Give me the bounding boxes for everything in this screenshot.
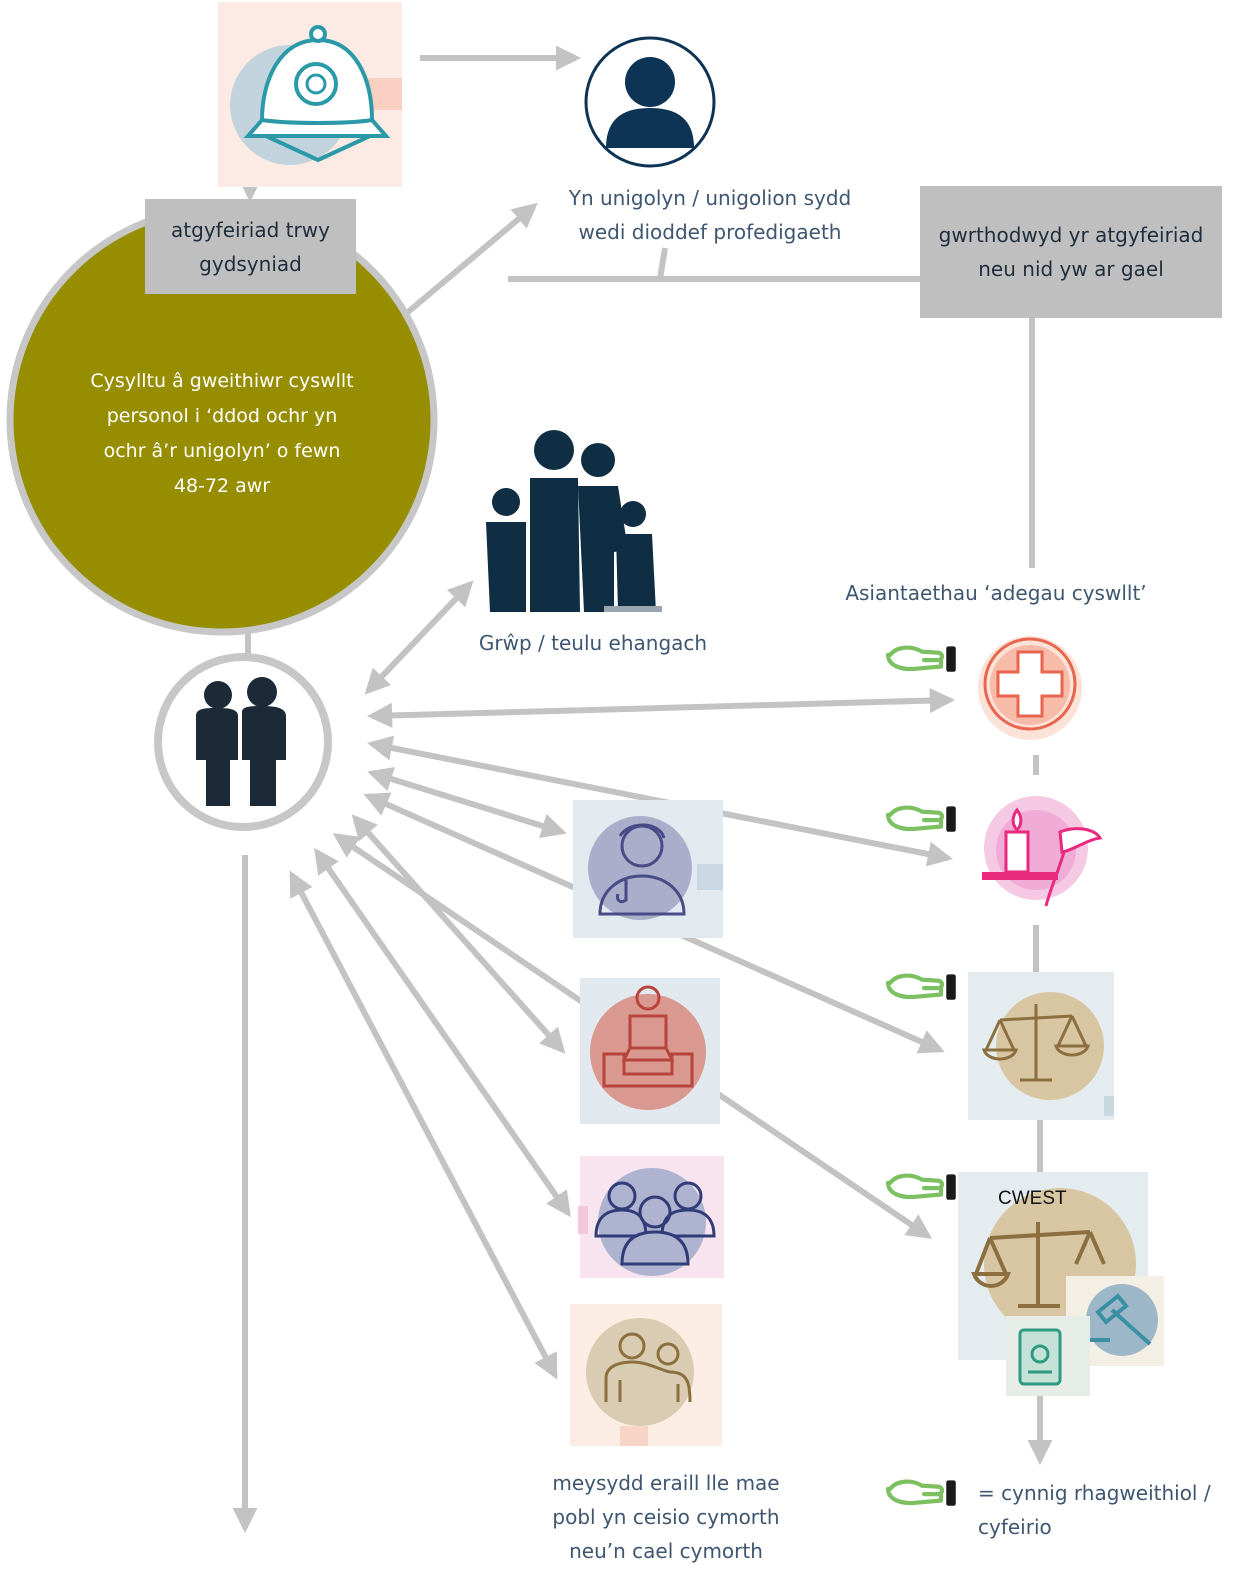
contact-agencies-label: Asiantaethau ‘adegau cyswllt’ xyxy=(845,581,1147,605)
hospital-cross-icon xyxy=(978,636,1082,740)
candle-lily-icon xyxy=(982,796,1103,907)
helping-hand-icon xyxy=(888,974,956,999)
referral-declined-label: gwrthodwyd yr atgyfeiriad neu nid yw ar … xyxy=(938,223,1204,281)
family-icon xyxy=(486,430,662,612)
arrow-counselling xyxy=(351,814,566,1054)
arrow-doctor xyxy=(367,766,567,839)
referral-consent-box: atgyfeiriad trwy gydsyniad xyxy=(145,199,356,294)
helping-hand-icon xyxy=(888,1480,956,1505)
id-badge-icon xyxy=(1006,1316,1090,1396)
doctor-icon xyxy=(573,800,723,938)
arrow-hospital xyxy=(366,687,956,729)
helping-hand-icon xyxy=(888,646,956,671)
helping-hand-icon xyxy=(888,806,956,831)
group-people-icon xyxy=(578,1156,724,1278)
police-helmet-icon xyxy=(218,2,402,187)
helping-hand-icon xyxy=(888,1174,956,1199)
scales-icon xyxy=(968,972,1114,1120)
person-icon xyxy=(584,36,716,168)
wider-family-label: Grŵp / teulu ehangach xyxy=(478,631,708,655)
arrow-family xyxy=(364,580,474,695)
inquest-label: CWEST xyxy=(998,1188,1067,1209)
line-person-tick xyxy=(657,247,668,280)
contact-worker-label: Cysylltu â gweithiwr cyswllt personol i … xyxy=(90,370,354,497)
counselling-icon xyxy=(580,978,720,1124)
arrow-comfort xyxy=(289,870,558,1380)
referral-declined-box: gwrthodwyd yr atgyfeiriad neu nid yw ar … xyxy=(920,186,1222,318)
legend-offer-label: = cynnig rhagweithiol / cyfeirio xyxy=(978,1481,1211,1539)
referral-consent-label: atgyfeiriad trwy gydsyniad xyxy=(171,217,330,276)
comforting-icon xyxy=(570,1304,722,1446)
arrow-worker-to-person xyxy=(406,202,538,315)
couple-icon xyxy=(154,653,332,831)
bereaved-individual-label: Yn unigolyn / unigolion sydd wedi diodde… xyxy=(568,186,852,244)
other-areas-label: meysydd eraill lle mae pobl yn ceisio cy… xyxy=(552,1471,780,1563)
